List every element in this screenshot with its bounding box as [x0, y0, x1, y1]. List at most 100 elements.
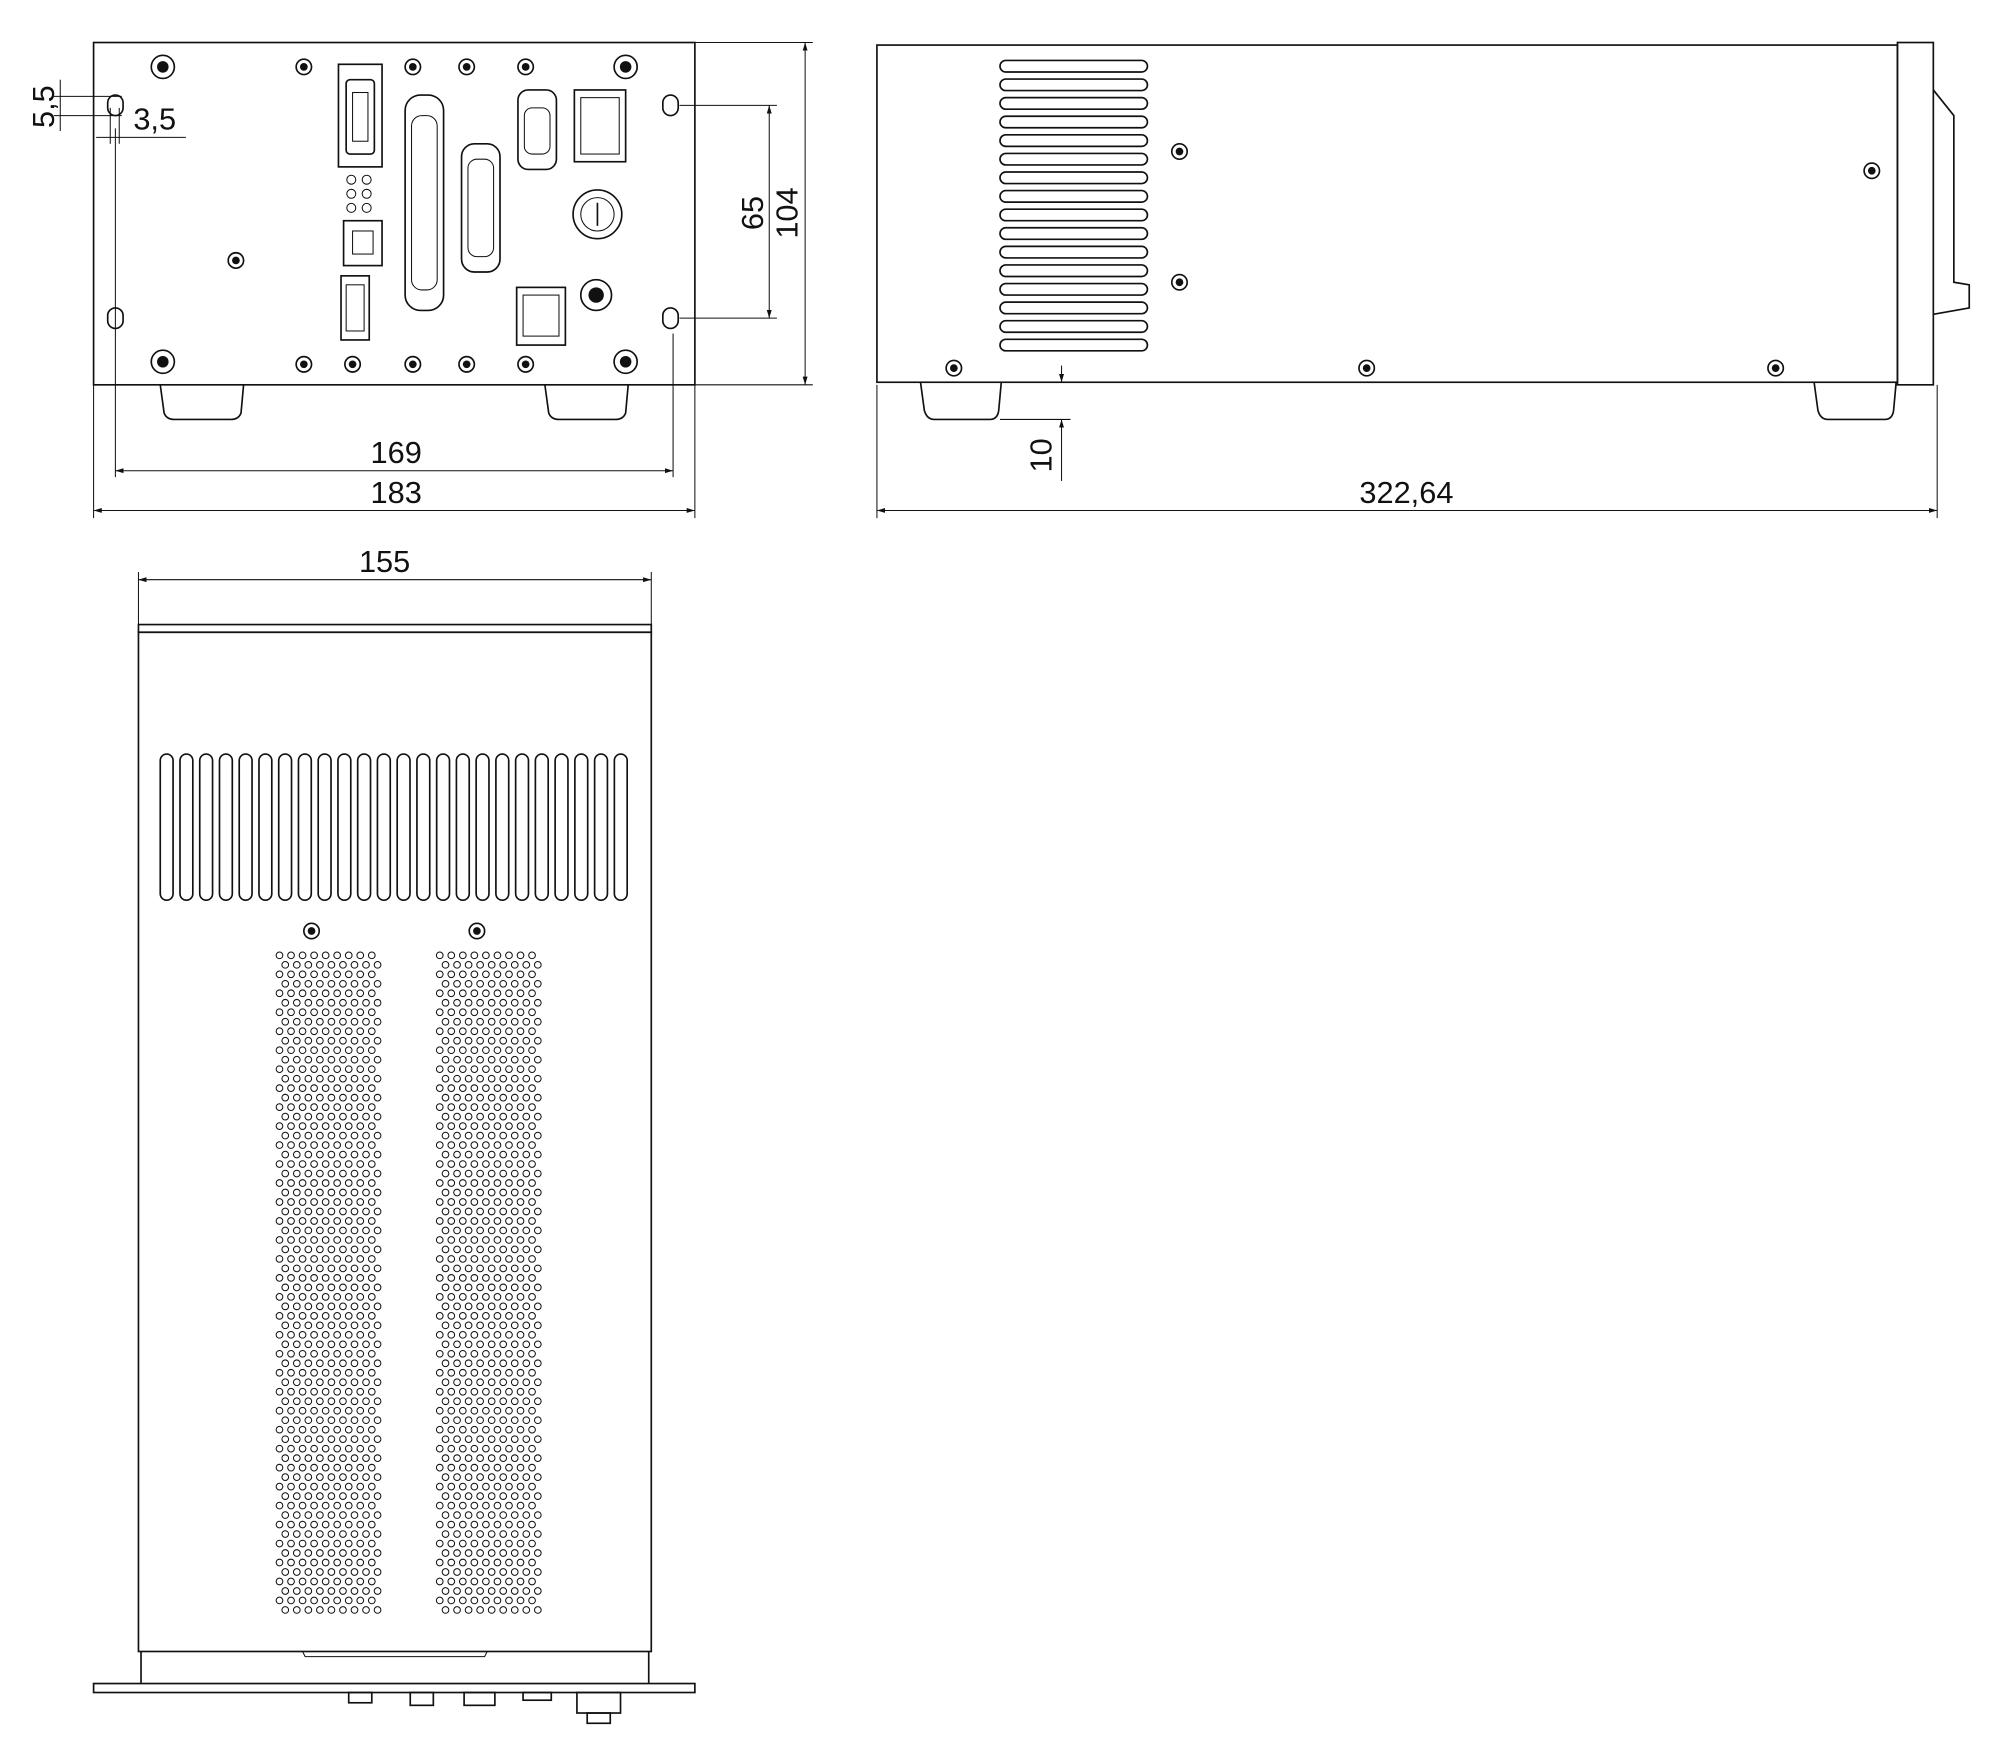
perforation-hole	[304, 1188, 313, 1197]
perforation-hole	[499, 1188, 508, 1197]
perforation-hole	[356, 989, 365, 998]
perforation-hole	[287, 1406, 295, 1415]
perforation-hole	[482, 1293, 490, 1301]
perforation-hole	[367, 1103, 376, 1111]
perforation-hole	[533, 1340, 542, 1349]
db37-connector	[404, 94, 445, 312]
perforation-hole	[310, 1330, 318, 1339]
perforation-hole	[339, 1207, 347, 1216]
dim-10: 10	[1023, 438, 1058, 472]
perforation-hole	[505, 951, 513, 960]
perforation-hole	[356, 1311, 365, 1320]
perforation-hole	[316, 1587, 324, 1595]
perforation-hole	[321, 1425, 330, 1434]
perforation-hole	[362, 1492, 370, 1500]
perforation-hole	[458, 1387, 467, 1396]
perforation-hole	[304, 998, 313, 1007]
perforation-hole	[275, 1501, 284, 1510]
perforation-hole	[493, 1160, 502, 1168]
perforation-hole	[339, 1492, 347, 1500]
perforation-hole	[447, 1368, 456, 1377]
perforation-hole	[487, 1245, 496, 1254]
perforation-hole	[350, 1530, 359, 1538]
perforation-hole	[458, 1046, 467, 1055]
perforation-hole	[350, 1169, 359, 1178]
perforation-hole	[298, 1141, 307, 1149]
perforation-hole	[292, 1359, 301, 1368]
vent-slot	[593, 753, 609, 902]
perforation-hole	[287, 1065, 295, 1074]
perforation-hole	[476, 1226, 484, 1235]
perforation-hole	[292, 1207, 301, 1216]
perforation-hole	[528, 1008, 536, 1017]
perforation-hole	[487, 1568, 496, 1576]
perforation-hole	[447, 1046, 456, 1055]
perforation-hole	[493, 1330, 502, 1339]
perforation-hole	[435, 1406, 444, 1415]
perforation-hole	[356, 1349, 365, 1358]
perforation-hole	[316, 1568, 324, 1576]
perforation-hole	[281, 960, 290, 969]
perforation-hole	[298, 1046, 307, 1055]
perforation-hole	[510, 1264, 519, 1273]
perforation-hole	[510, 1340, 519, 1349]
perforation-hole	[287, 1046, 295, 1055]
front-panel-edge	[1896, 41, 1935, 386]
perforation-hole	[316, 1473, 324, 1481]
perforation-hole	[533, 1606, 542, 1614]
perforation-hole	[487, 1264, 496, 1273]
perforation-hole	[522, 979, 531, 988]
perforation-hole	[344, 1198, 353, 1206]
perforation-hole	[528, 1368, 536, 1377]
perforation-hole	[292, 960, 301, 969]
perforation-hole	[505, 1349, 513, 1358]
perforation-hole	[298, 1198, 307, 1206]
vent-slot	[159, 753, 174, 902]
perforation-hole	[464, 1340, 473, 1349]
perforation-hole	[310, 1236, 318, 1244]
perforation-hole	[499, 1416, 508, 1425]
perforation-hole	[464, 1378, 473, 1387]
perforation-hole	[292, 979, 301, 988]
perforation-hole	[287, 1596, 295, 1605]
perforation-hole	[447, 951, 456, 960]
perforation-hole	[281, 979, 290, 988]
vent-slot	[179, 753, 194, 902]
perforation-hole	[447, 1558, 456, 1567]
perforation-hole	[304, 1131, 313, 1140]
perforation-hole	[482, 1539, 490, 1548]
led-indicator	[346, 202, 357, 213]
perforation-hole	[476, 1416, 484, 1425]
perforation-hole	[281, 1112, 290, 1121]
perforation-hole	[482, 1482, 490, 1491]
perforation-hole	[316, 1112, 324, 1121]
perforation-hole	[453, 1131, 461, 1140]
perforation-hole	[510, 1435, 519, 1444]
dim-322-64: 322,64	[1359, 475, 1453, 510]
perforation-hole	[482, 1046, 490, 1055]
perforation-hole	[458, 1084, 467, 1092]
dvi-connector	[337, 63, 383, 168]
perforation-hole	[362, 1473, 370, 1481]
perforation-hole	[292, 1055, 301, 1064]
perforation-hole	[482, 1387, 490, 1396]
perforation-hole	[350, 1606, 359, 1614]
perforation-hole	[316, 1435, 324, 1444]
perforation-hole	[528, 1558, 536, 1567]
top-outline	[137, 631, 653, 1653]
perforation-hole	[499, 1055, 508, 1064]
perforation-hole	[327, 1036, 336, 1045]
perforation-hole	[482, 1425, 490, 1434]
perforation-hole	[435, 1084, 444, 1092]
perforation-hole	[275, 1103, 284, 1111]
perforation-hole	[339, 1169, 347, 1178]
perforation-hole	[333, 1255, 342, 1263]
perforation-hole	[310, 1198, 318, 1206]
perforation-hole	[453, 1169, 461, 1178]
perforation-hole	[533, 979, 542, 988]
perforation-hole	[333, 1577, 342, 1586]
perforation-hole	[533, 1492, 542, 1500]
perforation-hole	[470, 1330, 479, 1339]
perforation-hole	[292, 1397, 301, 1406]
perforation-hole	[499, 1226, 508, 1235]
